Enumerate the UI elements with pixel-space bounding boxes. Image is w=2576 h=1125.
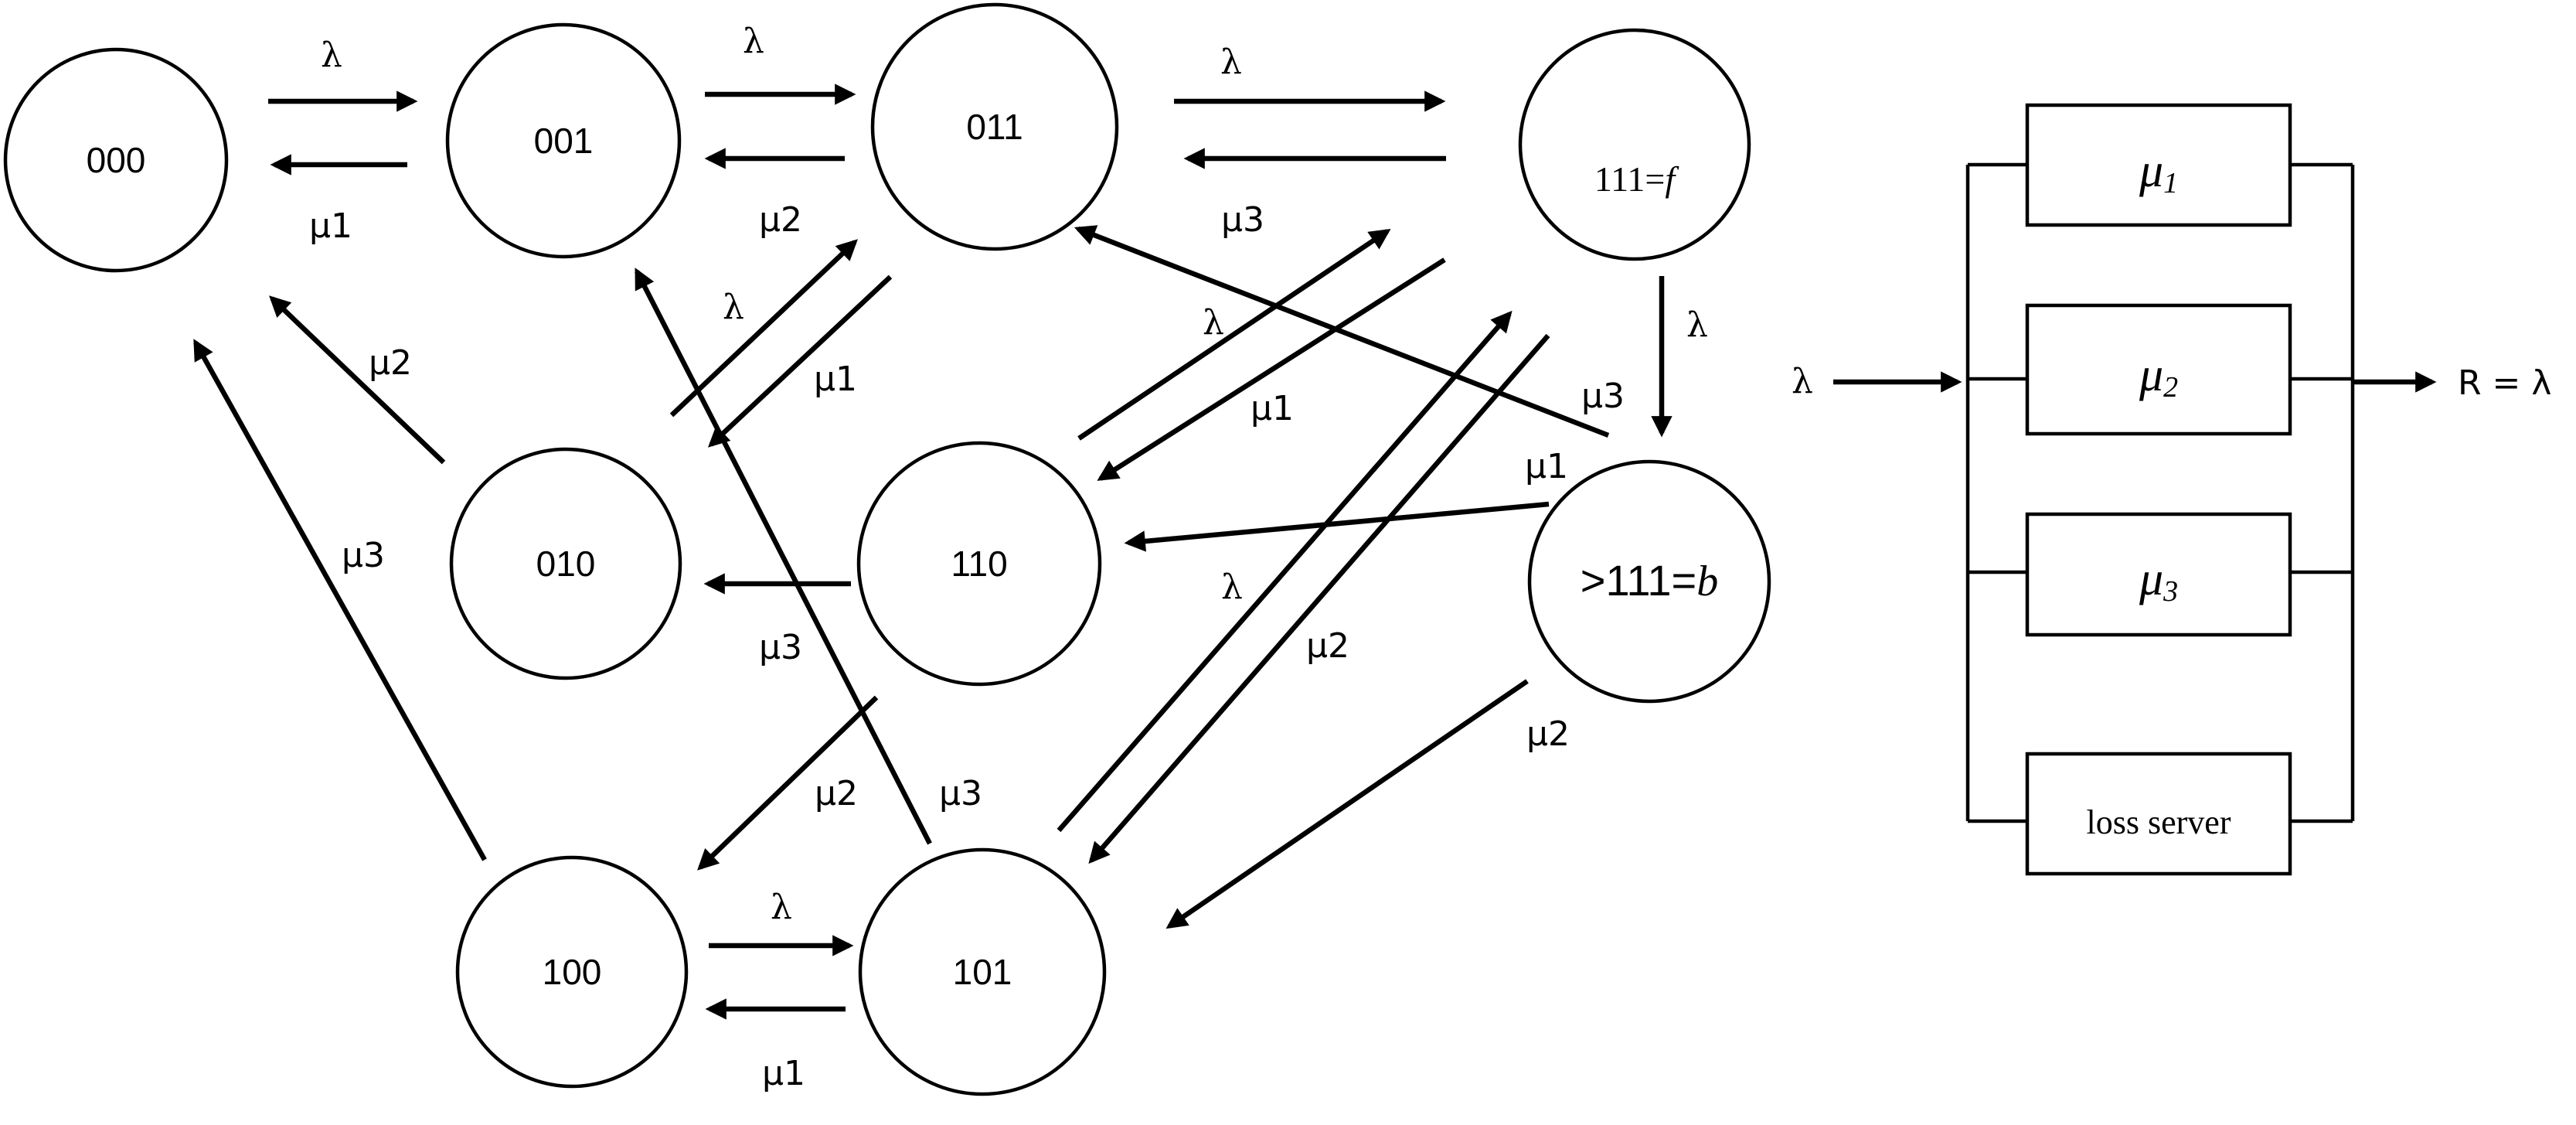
rate-mu3-overflow-011: μ3 [1581,377,1625,416]
state-nodes: 000 001 011 111=f 010 110 >111=b [3,2,1771,1096]
edge-overflow-011 [1074,225,1610,438]
state-010-label: 010 [536,544,596,584]
rate-mu3-111-011: μ3 [1221,200,1264,240]
rate-mu1-101-100: μ1 [762,1054,805,1093]
rate-labels: λ μ1 λ μ2 λ μ3 λ λ μ1 μ2 μ3 λ μ1 μ3 μ1 μ… [309,22,1708,1093]
state-overflow-label: >111= [1581,556,1697,605]
server-2: μ2 [2025,303,2292,436]
server-3-mu: μ [2139,553,2163,605]
rate-lambda-110-111: λ [1203,303,1224,343]
state-101-label: 101 [953,952,1012,992]
transitions [193,84,1673,1020]
loss-server: loss server [2025,752,2292,876]
rate-mu1-011-010: μ1 [814,360,857,399]
server-1-mu: μ [2139,145,2163,197]
edge-010-000 [269,295,446,465]
rate-lambda-011-111: λ [1220,43,1242,82]
rate-mu2-111-101: μ2 [1306,626,1349,666]
rate-mu2-010-000: μ2 [369,343,412,383]
edge-100-000 [193,339,487,861]
rate-mu1-overflow-110: μ1 [1525,447,1568,486]
state-011-label: 011 [966,107,1023,147]
state-111-f: 111=f [1518,28,1751,261]
svg-text:>111=b: >111=b [1581,556,1719,605]
rate-lambda-111-overflow: λ [1686,305,1708,345]
rate-mu3-100-000: μ3 [342,536,385,575]
edge-110-111 [1077,228,1391,441]
state-011: 011 [870,2,1119,251]
state-110: 110 [856,441,1102,687]
rate-mu2-110-100: μ2 [815,774,858,813]
state-001-label: 001 [534,121,594,161]
edge-101-111 [1057,310,1513,833]
svg-text:μ1: μ1 [2139,145,2178,199]
state-100: 100 [455,855,689,1089]
rate-mu1-111-110: μ1 [1251,389,1294,428]
edge-111-101 [1088,333,1550,864]
edge-010-011 [669,239,858,418]
rate-mu3-110-010: μ3 [759,628,802,667]
server-3: μ3 [2025,512,2292,637]
rate-lambda-100-101: λ [771,888,792,927]
edge-overflow-110 [1124,501,1550,552]
edge-111-110 [1097,257,1446,481]
server-3-sub: 3 [2163,575,2178,608]
server-1: μ1 [2025,103,2292,227]
state-100-label: 100 [543,952,602,992]
server-system: λ μ1 μ2 μ3 [1792,103,2551,876]
rate-lambda-000-001: λ [321,36,342,75]
rate-lambda-010-011: λ [723,288,744,327]
state-111-label: 111= [1594,159,1666,199]
edge-110-100 [697,695,879,871]
server-1-sub: 1 [2163,167,2178,199]
rate-mu2-011-001: μ2 [759,200,802,240]
state-000: 000 [3,47,229,273]
server-2-mu: μ [2139,349,2163,401]
state-010: 010 [449,447,682,680]
edge-101-001 [635,268,932,845]
state-overflow-symbol: b [1696,557,1718,605]
svg-text:μ2: μ2 [2139,349,2178,404]
rate-mu3-101-001: μ3 [939,774,982,813]
rate-lambda-101-111: λ [1221,568,1243,607]
state-overflow-b: >111=b [1527,459,1771,704]
svg-text:111=f: 111=f [1594,159,1680,199]
rate-mu2-overflow-101: μ2 [1526,714,1570,754]
edge-011-010 [708,274,893,448]
server-2-sub: 2 [2163,371,2178,404]
edge-overflow-101 [1165,679,1529,929]
svg-text:μ3: μ3 [2139,553,2178,608]
state-001: 001 [445,22,682,259]
state-000-label: 000 [87,140,146,180]
state-110-label: 110 [951,544,1007,584]
rate-lambda-001-011: λ [743,22,764,61]
loss-server-label: loss server [2087,803,2231,841]
output-label: R = λ [2458,363,2551,403]
input-rate-label: λ [1792,362,1813,401]
state-101: 101 [858,847,1107,1096]
rate-mu1-001-000: μ1 [309,206,352,246]
